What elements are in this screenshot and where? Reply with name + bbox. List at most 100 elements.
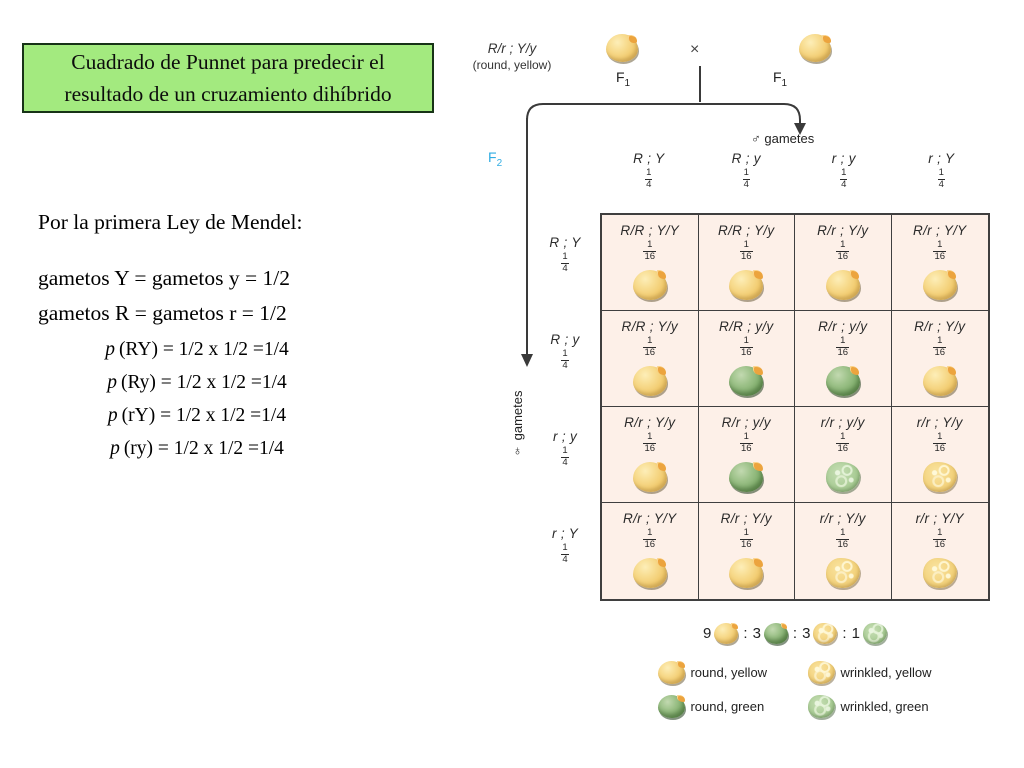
round-green-pea-icon: [825, 365, 860, 396]
round-yellow-pea-icon: [632, 269, 667, 300]
round-green-pea-icon: [763, 622, 788, 644]
ratio-separator: :: [842, 624, 847, 642]
gamete-genotype: r ; y: [831, 151, 856, 166]
round-yellow-pea-icon: [632, 557, 667, 588]
cell-genotype: R/R ; Y/y: [718, 223, 775, 238]
gamete-genotype: r ; Y: [928, 151, 955, 166]
wrinkled-green-pea-icon: [808, 695, 836, 718]
gamete-equations: gametos Y = gametos y = 1/2 gametos R = g…: [38, 261, 290, 331]
ratio-separator: :: [792, 624, 798, 642]
cell-genotype: R/r ; Y/y: [624, 415, 676, 430]
p-symbol: p: [107, 372, 117, 393]
slide-title-box: Cuadrado de Punnet para predecir el resu…: [22, 43, 434, 113]
equation-text: (ry) = 1/2 x 1/2 =1/4: [123, 438, 284, 459]
probability-equation: p(RY) = 1/2 x 1/2 =1/4: [56, 333, 338, 366]
equation-text: (Ry) = 1/2 x 1/2 =1/4: [120, 372, 287, 393]
cell-genotype: R/R ; Y/y: [621, 319, 678, 334]
cell-genotype: R/R ; Y/Y: [620, 223, 680, 238]
gamete-genotype: r ; Y: [551, 525, 578, 541]
round-yellow-pea-icon: [922, 365, 957, 396]
gamete-genotype: R ; Y: [549, 234, 581, 250]
round-yellow-pea-icon: [658, 661, 686, 684]
cell-genotype: r/r ; y/y: [820, 415, 865, 430]
male-gametes-label: ♂ gametes: [751, 131, 815, 146]
gamete-genotype: R ; Y: [633, 151, 665, 166]
ratio-count: 9: [703, 624, 712, 642]
f1-label-left: F1: [615, 69, 631, 89]
p-symbol: p: [110, 438, 120, 459]
round-yellow-pea-icon: [714, 622, 739, 644]
ratio-count: 1: [851, 624, 860, 642]
wrinkled-green-pea-icon: [862, 622, 887, 644]
parent-phenotype: (round, yellow): [472, 58, 552, 72]
slide-title-line2: resultado de un cruzamiento dihíbrido: [64, 82, 392, 106]
ratio-count: 3: [802, 624, 811, 642]
gamete-genotype: R ; y: [731, 151, 761, 166]
legend-label: wrinkled, green: [840, 699, 929, 714]
probability-equation: p(ry) = 1/2 x 1/2 =1/4: [56, 432, 338, 465]
round-yellow-pea-icon: [729, 557, 764, 588]
wrinkled-yellow-pea-icon: [813, 622, 838, 644]
wrinkled-yellow-pea-icon: [808, 661, 836, 684]
gamete-equation: gametos Y = gametos y = 1/2: [38, 266, 290, 290]
cell-genotype: R/R ; y/y: [719, 319, 774, 334]
gamete-genotype: R ; y: [550, 331, 580, 347]
slide-title-line1: Cuadrado de Punnet para predecir el: [71, 50, 385, 74]
cell-genotype: R/r ; Y/y: [817, 223, 869, 238]
round-yellow-pea-icon: [922, 269, 957, 300]
ratio-separator: :: [743, 624, 748, 642]
round-yellow-pea-icon: [632, 461, 667, 492]
legend-label: round, green: [690, 699, 765, 714]
cell-genotype: r/r ; Y/Y: [915, 511, 964, 526]
wrinkled-yellow-pea-icon: [922, 461, 957, 492]
round-green-pea-icon: [729, 461, 764, 492]
phenotype-ratio: 9:3:3:1: [600, 618, 990, 648]
gamete-equation: gametos R = gametos r = 1/2: [38, 301, 287, 325]
cell-genotype: R/r ; Y/Y: [913, 223, 967, 238]
wrinkled-yellow-pea-icon: [922, 557, 957, 588]
cell-genotype: R/r ; y/y: [818, 319, 868, 334]
cross-times-symbol: ×: [690, 41, 700, 58]
legend-item: round, green: [658, 695, 808, 718]
legend-item: round, yellow: [658, 661, 808, 684]
round-green-pea-icon: [658, 695, 686, 718]
legend-item: wrinkled, green: [808, 695, 931, 718]
